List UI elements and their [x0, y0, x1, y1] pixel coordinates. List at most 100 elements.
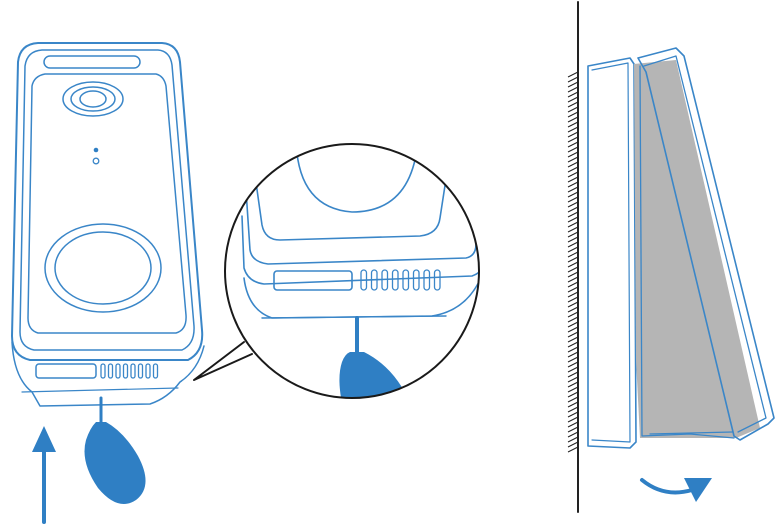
doorbell-base — [11, 341, 205, 407]
zoom-circle-border — [224, 143, 480, 399]
doorbell-inner-shell — [19, 49, 195, 351]
vent-slot — [412, 269, 420, 291]
hatch-line — [567, 446, 579, 453]
hatch-line — [567, 111, 579, 118]
hatch-line — [567, 136, 579, 143]
hatch-line — [567, 181, 579, 188]
hatch-line — [567, 296, 579, 303]
microphone-hole — [92, 157, 100, 165]
wall-hatching — [567, 71, 579, 453]
hatch-line — [567, 341, 579, 348]
hatch-line — [567, 441, 579, 448]
callout-pointer — [193, 341, 253, 381]
doorbell-button-inner — [54, 231, 152, 305]
hatch-line — [567, 431, 579, 438]
hatch-line — [567, 426, 579, 433]
camera-lens-inner — [79, 90, 107, 108]
vent-slot — [130, 363, 136, 379]
hatch-line — [567, 236, 579, 243]
hatch-line — [567, 131, 579, 138]
hatch-line — [567, 286, 579, 293]
vent-slot — [152, 363, 159, 379]
vent-slot — [145, 363, 151, 379]
hatch-line — [567, 116, 579, 123]
hatch-line — [567, 101, 579, 108]
hatch-line — [567, 271, 579, 278]
vent-slot — [360, 269, 368, 291]
hatch-line — [567, 161, 579, 168]
hatch-line — [567, 321, 579, 328]
hatch-line — [567, 266, 579, 273]
hatch-line — [567, 366, 579, 373]
hatch-line — [567, 156, 579, 163]
camera-lens-mid — [70, 86, 116, 112]
hatch-line — [567, 301, 579, 308]
hatch-line — [567, 276, 579, 283]
tool-paddle — [84, 422, 146, 504]
hatch-line — [567, 411, 579, 418]
hatch-line — [567, 381, 579, 388]
hatch-line — [567, 126, 579, 133]
hatch-line — [567, 176, 579, 183]
hatch-line — [567, 386, 579, 393]
hatch-line — [567, 406, 579, 413]
hatch-line — [567, 246, 579, 253]
hatch-line — [567, 356, 579, 363]
doorbell-tilted-body — [637, 47, 775, 441]
doorbell-base-edge — [21, 387, 179, 393]
hatch-line — [567, 351, 579, 358]
hatch-line — [567, 216, 579, 223]
hatch-line — [567, 316, 579, 323]
hatch-line — [567, 306, 579, 313]
up-arrow-icon — [32, 426, 56, 524]
doorbell-inner-edge — [639, 65, 735, 439]
indicator-dot — [93, 147, 99, 153]
vent-slots — [100, 363, 159, 379]
doorbell-side-grey-face — [634, 60, 760, 438]
hatch-line — [567, 261, 579, 268]
hatch-line — [567, 106, 579, 113]
hatch-line — [567, 256, 579, 263]
vent-slot — [100, 363, 106, 379]
hatch-line — [567, 186, 579, 193]
hatch-line — [567, 226, 579, 233]
hatch-line — [567, 71, 579, 78]
vent-slot — [122, 363, 129, 379]
hatch-line — [567, 211, 579, 218]
hatch-line — [567, 96, 579, 103]
hatch-line — [567, 436, 579, 443]
hatch-line — [567, 251, 579, 258]
vent-slot — [137, 363, 144, 379]
hatch-line — [567, 166, 579, 173]
hatch-line — [567, 151, 579, 158]
doorbell-tilting-off-wall-mount — [567, 1, 775, 513]
hatch-line — [567, 391, 579, 398]
hatch-line — [567, 311, 579, 318]
hatch-line — [567, 416, 579, 423]
hatch-line — [567, 241, 579, 248]
hatch-line — [567, 371, 579, 378]
vent-slot — [107, 363, 114, 379]
hatch-line — [567, 326, 579, 333]
hatch-line — [567, 231, 579, 238]
magnified-bottom-release-hole — [224, 143, 480, 399]
vent-slot — [423, 269, 431, 291]
hatch-line — [567, 346, 579, 353]
hatch-line — [567, 376, 579, 383]
vent-slot — [370, 269, 378, 291]
hatch-line — [567, 121, 579, 128]
hatch-line — [567, 91, 579, 98]
doorbell-face-panel — [27, 73, 187, 334]
hatch-line — [567, 361, 579, 368]
hatch-line — [567, 141, 579, 148]
bottom-port — [35, 363, 97, 379]
hatch-line — [567, 221, 579, 228]
curved-arrow-icon — [640, 478, 712, 502]
hatch-line — [567, 76, 579, 83]
camera-lens-outer — [62, 81, 124, 117]
hatch-line — [567, 421, 579, 428]
vent-slot — [391, 269, 399, 291]
hatch-line — [567, 336, 579, 343]
